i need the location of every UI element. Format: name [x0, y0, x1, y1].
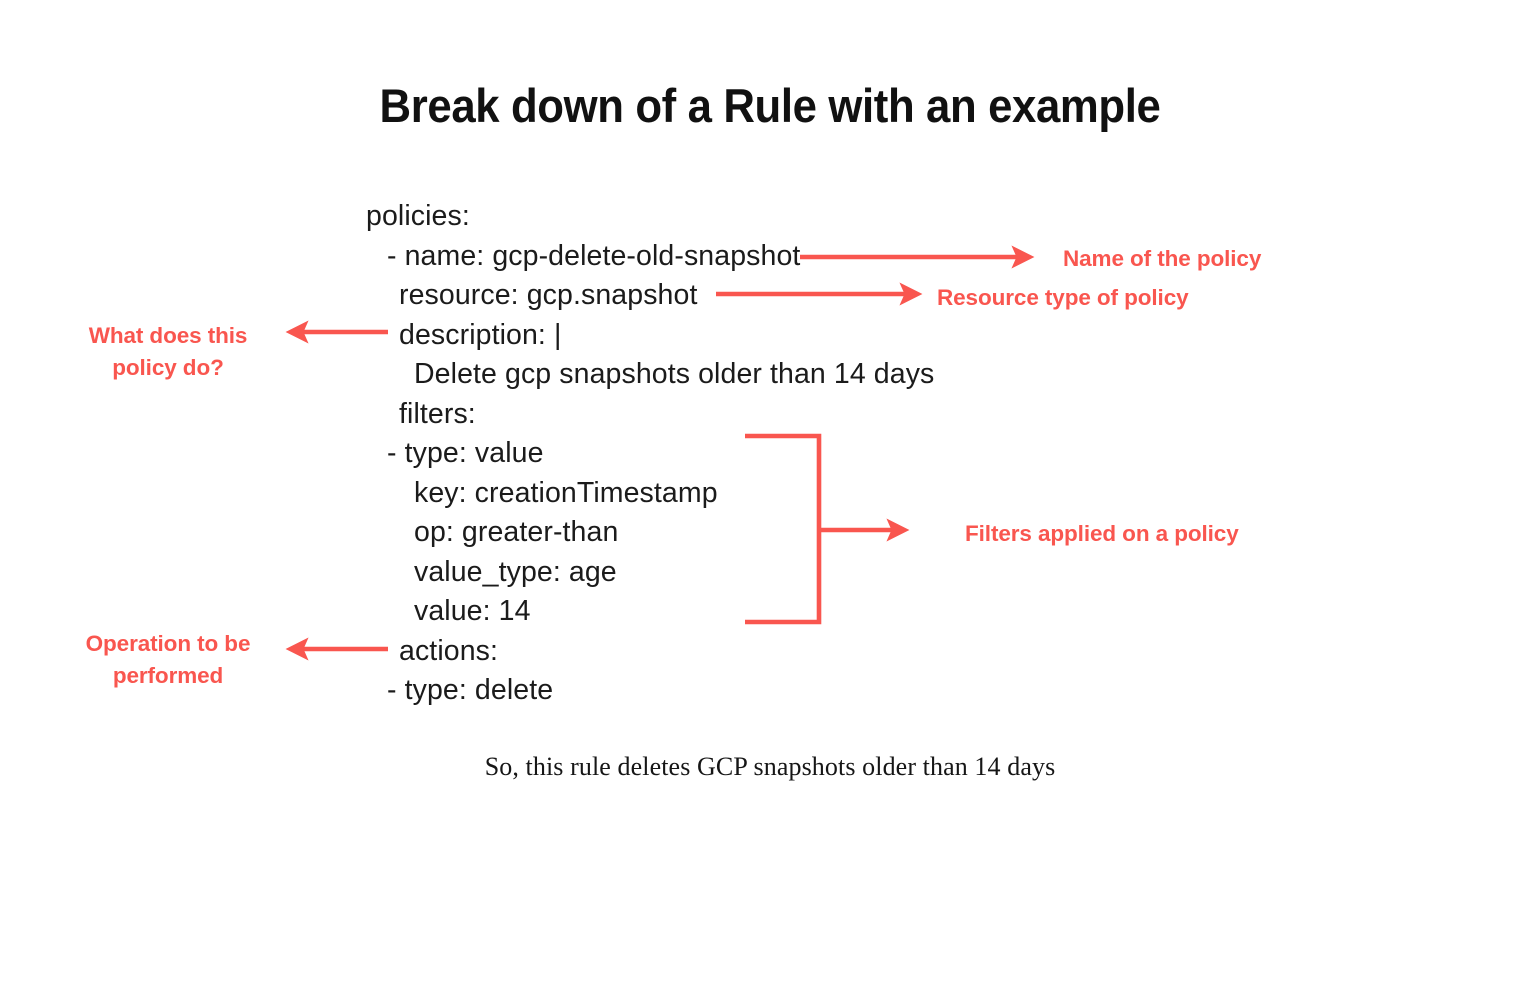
- summary-caption: So, this rule deletes GCP snapshots olde…: [484, 752, 1056, 781]
- annotation-label-resource-type: Resource type of policy: [937, 285, 1189, 310]
- yaml-line: value: 14: [414, 595, 531, 627]
- annotation-label-filters-applied: Filters applied on a policy: [965, 521, 1239, 546]
- yaml-line: actions:: [399, 634, 499, 667]
- yaml-line: Delete gcp snapshots older than 14 days: [414, 358, 935, 390]
- annotation-label-name-of-policy: Name of the policy: [1063, 246, 1262, 271]
- yaml-line: description: |: [399, 318, 562, 351]
- yaml-line: - name: gcp-delete-old-snapshot: [387, 239, 801, 272]
- yaml-line: key: creationTimestamp: [414, 476, 718, 509]
- yaml-line: value_type: age: [414, 555, 617, 588]
- annotation-label-operation-performed: Operation to be performed: [85, 631, 251, 688]
- yaml-code-block: policies: - name: gcp-delete-old-snapsho…: [366, 197, 1066, 711]
- yaml-line: - type: delete: [387, 674, 554, 706]
- yaml-line: policies:: [366, 200, 470, 232]
- page-title: Break down of a Rule with an example: [379, 79, 1161, 132]
- yaml-line: op: greater-than: [414, 516, 619, 548]
- yaml-line: filters:: [399, 397, 476, 430]
- yaml-line: - type: value: [387, 437, 544, 469]
- yaml-line: resource: gcp.snapshot: [399, 279, 698, 311]
- annotation-label-what-does-policy: What does this policy do?: [88, 323, 248, 380]
